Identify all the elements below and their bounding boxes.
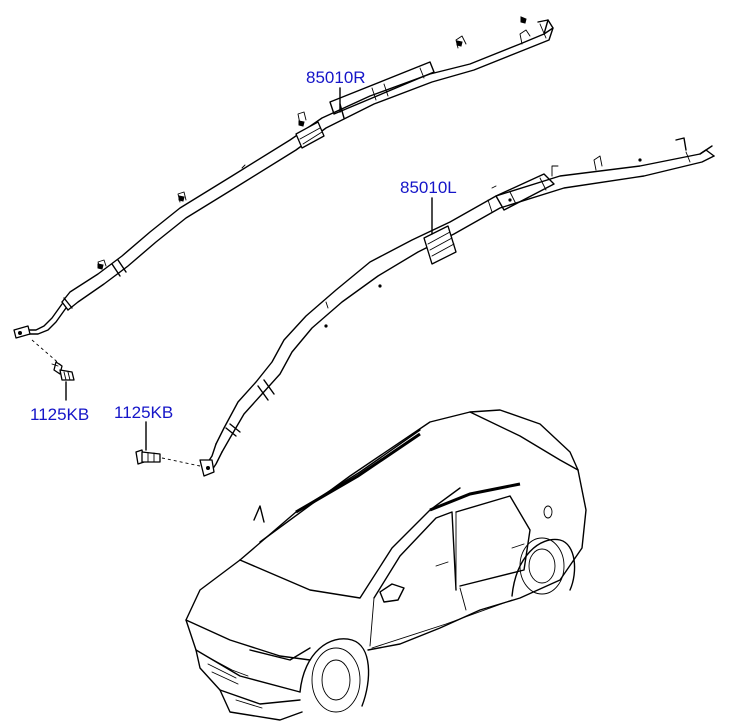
part-number-1125KB-left[interactable]: 1125KB <box>114 403 173 422</box>
part-number-85010L[interactable]: 85010L <box>400 178 457 197</box>
part-number-85010R[interactable]: 85010R <box>306 68 366 87</box>
car-illustration <box>185 409 587 721</box>
part-number-1125KB-right[interactable]: 1125KB <box>30 405 89 424</box>
bolt-left[interactable] <box>135 449 161 465</box>
dashed-bolt-left <box>161 457 201 467</box>
curtain-airbag-right[interactable] <box>13 16 554 367</box>
bolt-right[interactable] <box>51 361 75 381</box>
curtain-airbag-left[interactable] <box>199 137 715 477</box>
